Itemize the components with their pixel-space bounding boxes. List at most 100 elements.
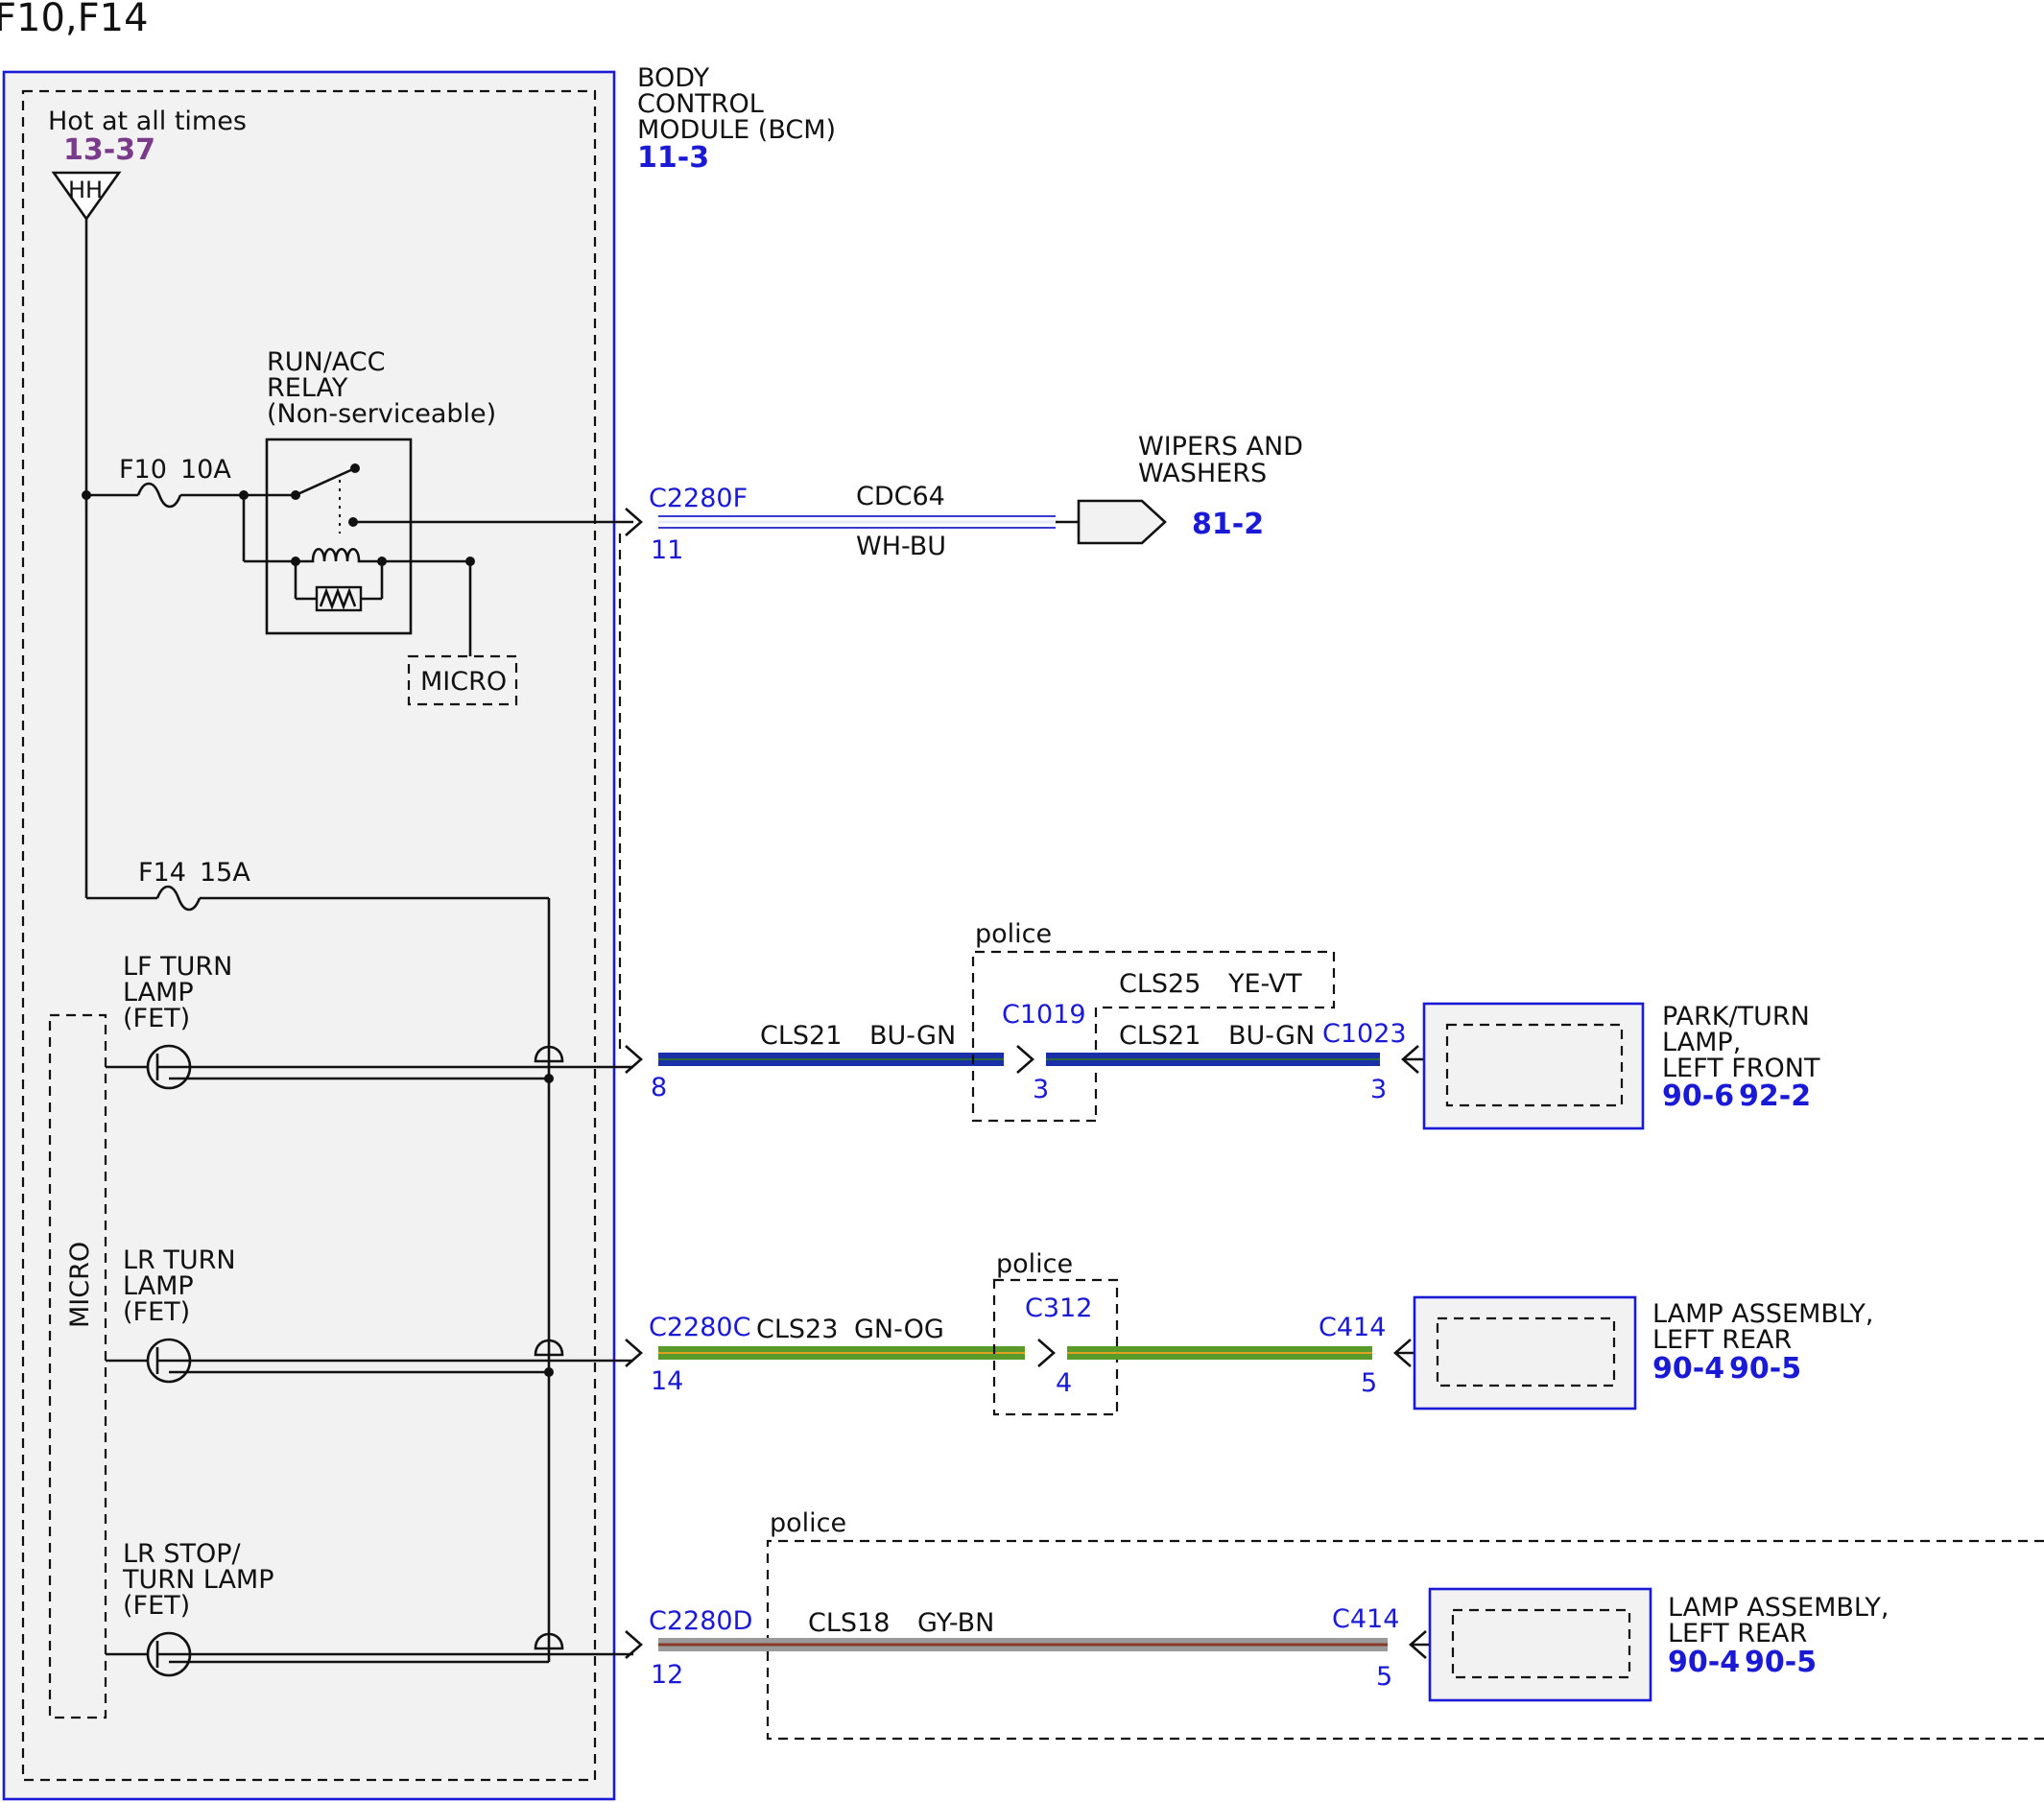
driver-lrst-line2: TURN LAMP [122,1565,274,1595]
circuit3-connector: C2280C [649,1313,750,1342]
circuit4-dest-line1: LAMP ASSEMBLY, [1668,1593,1889,1623]
lamp-assembly-left-rear-component [1428,1587,1652,1702]
relay-coil-icon [296,547,382,563]
driver-lr-line1: LR TURN [123,1245,236,1275]
fet-driver-lr-turn: LR TURN LAMP (FET) [106,1245,633,1384]
power-triangle-icon [51,171,122,222]
circuit3-dest-ref-1[interactable]: 90-4 [1652,1352,1724,1386]
police-option-box [992,1278,1119,1416]
circuit1-color: WH-BU [856,532,946,561]
power-ref[interactable]: 13-37 [63,133,155,167]
circuit2-dest-line3: LEFT FRONT [1662,1054,1820,1083]
circuit2-inline-pin: 3 [1033,1075,1049,1104]
page-title: F10,F14 [0,0,149,40]
park-turn-lamp-component [1422,1002,1645,1130]
circuit-cls23: C2280C 14 CLS23 GN-OG police C312 4 C414… [625,1249,1873,1416]
circuit3-inline-connector: C312 [1025,1293,1092,1323]
circuit1-dest-line1: WIPERS AND [1138,432,1303,462]
police-option-box [971,950,1336,1123]
driver-lrst-line1: LR STOP/ [123,1539,242,1569]
circuit2-id: CLS21 [760,1021,842,1051]
fuse-f10: F10 10A [82,455,244,509]
fuse-f14: F14 15A [86,858,564,1662]
circuit3-end-pin: 5 [1361,1368,1377,1398]
circuit2-inline-connector: C1019 [1002,1000,1086,1030]
circuit2-color-2: BU-GN [1228,1021,1315,1051]
driver-lrst-line3: (FET) [123,1591,190,1621]
circuit4-color: GY-BN [917,1608,994,1638]
circuit2-end-pin: 3 [1370,1075,1387,1104]
circuit3-color: GN-OG [854,1315,944,1344]
circuit1-connector: C2280F [649,484,748,513]
circuit1-dest-line2: WASHERS [1138,459,1267,488]
circuit4-end-connector: C414 [1332,1604,1399,1634]
driver-lf-line2: LAMP [123,978,194,1008]
circuit4-police: police [770,1508,846,1538]
circuit2-alt-id: CLS25 [1119,969,1200,999]
relay-label-3: (Non-serviceable) [267,399,496,429]
circuit2-police: police [975,919,1052,949]
fet-driver-lr-stop-turn: LR STOP/ TURN LAMP (FET) [106,1539,633,1677]
run-acc-relay: RUN/ACC RELAY (Non-serviceable) MICRO [239,347,633,706]
bcm-ref[interactable]: 11-3 [637,141,709,175]
circuit-cls18: police C2280D 12 CLS18 GY-BN C414 5 LAMP… [625,1508,2044,1741]
fuse-f10-name: F10 [119,455,167,485]
bcm-label-1: BODY [637,63,710,93]
fet-driver-lf-turn: LF TURN LAMP (FET) [106,952,633,1090]
relay-label-1: RUN/ACC [267,347,386,377]
connector-arrow-icon [625,1630,643,1659]
circuit3-dest-line1: LAMP ASSEMBLY, [1652,1299,1873,1329]
power-source: Hot at all times 13-37 HH [48,107,247,898]
circuit2-dest-line2: LAMP, [1662,1028,1741,1057]
micro-vertical-box: MICRO [48,1013,107,1719]
circuit2-id-2: CLS21 [1119,1021,1200,1051]
fuse-f10-rating: 10A [180,455,231,485]
driver-lr-line3: (FET) [123,1297,190,1327]
power-label: Hot at all times [48,107,247,136]
circuit2-dest-line1: PARK/TURN [1662,1002,1810,1031]
fuse-f14-name: F14 [138,858,186,888]
micro-box-label: MICRO [420,667,507,697]
circuit2-color: BU-GN [869,1021,956,1051]
bcm-label-3: MODULE (BCM) [637,115,836,145]
fuse-f14-rating: 15A [200,858,250,888]
circuit1-pin: 11 [651,535,683,565]
micro-box [407,654,518,706]
circuit-cdc64: C2280F 11 CDC64 WH-BU WIPERS AND WASHERS… [625,432,1303,565]
circuit3-dest-ref-2[interactable]: 90-5 [1729,1352,1801,1386]
connector-arrow-icon [625,1045,643,1074]
lamp-assembly-left-rear-component [1413,1295,1637,1411]
driver-lf-line1: LF TURN [123,952,232,982]
relay-label-2: RELAY [267,373,348,403]
circuit1-dest-ref[interactable]: 81-2 [1192,508,1264,541]
connector-arrow-icon [625,508,643,536]
destination-arrow-icon [1077,499,1167,545]
circuit4-dest-ref-2[interactable]: 90-5 [1745,1646,1817,1679]
connector-arrow-icon [1016,1045,1034,1074]
circuit2-pin: 8 [651,1073,667,1103]
circuit4-dest-ref-1[interactable]: 90-4 [1668,1646,1740,1679]
bcm-label-2: CONTROL [637,89,764,119]
micro-vertical-label: MICRO [65,1242,95,1328]
connector-arrow-icon [1037,1339,1056,1367]
power-symbol: HH [68,177,103,203]
circuit2-dest-ref-1[interactable]: 90-6 [1662,1079,1734,1113]
circuit3-police: police [996,1249,1073,1279]
connector-arrow-icon [625,1339,643,1367]
circuit2-end-connector: C1023 [1322,1019,1407,1049]
circuit3-end-connector: C414 [1319,1313,1386,1342]
relay-switch-contact [295,466,356,497]
circuit2-alt-color: YE-VT [1227,969,1302,999]
circuit3-id: CLS23 [756,1315,838,1344]
circuit4-dest-line2: LEFT REAR [1668,1619,1807,1648]
circuit1-id: CDC64 [856,482,945,511]
circuit3-pin: 14 [651,1366,683,1396]
driver-lf-line3: (FET) [123,1004,190,1033]
circuit3-inline-pin: 4 [1056,1368,1072,1398]
circuit4-connector: C2280D [649,1606,752,1636]
circuit2-dest-ref-2[interactable]: 92-2 [1739,1079,1811,1113]
circuit4-end-pin: 5 [1376,1662,1392,1692]
bcm-module: BODY CONTROL MODULE (BCM) 11-3 [2,63,836,1801]
driver-lr-line2: LAMP [123,1271,194,1301]
circuit3-dest-line2: LEFT REAR [1652,1325,1792,1355]
